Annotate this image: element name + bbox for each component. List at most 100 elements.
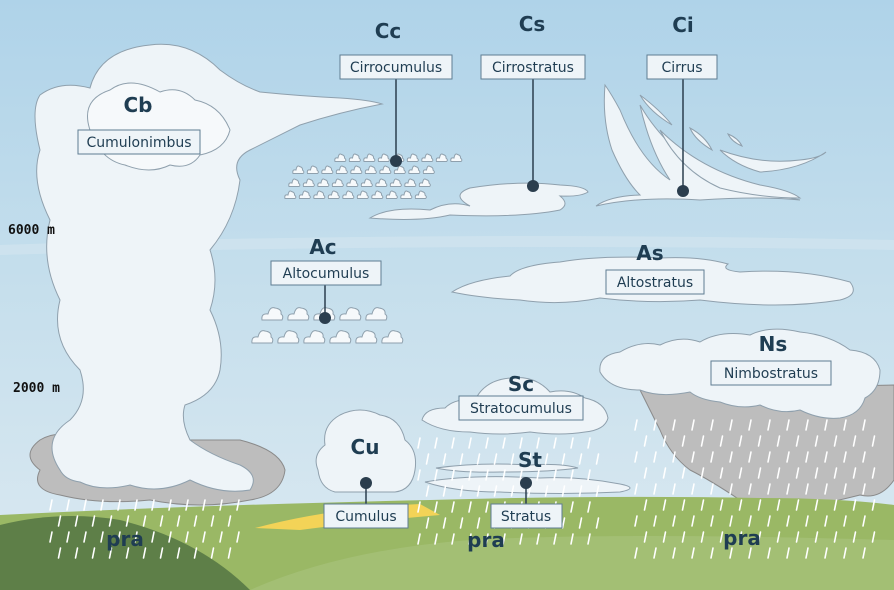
rain-streak <box>691 547 695 559</box>
cirrocumulus-puff <box>327 190 340 199</box>
rain-streak <box>719 531 724 543</box>
rain-streak <box>852 499 857 511</box>
rain-streak <box>168 531 172 543</box>
rain-streak <box>710 483 714 495</box>
rain-streak <box>134 499 138 511</box>
rain-streak <box>824 451 828 463</box>
rain-streak <box>805 547 809 559</box>
rain-streak <box>729 419 733 431</box>
rain-streak <box>570 533 574 545</box>
rain-streak <box>74 547 79 559</box>
cirrocumulus-cloud <box>284 153 463 199</box>
rain-streak <box>57 547 62 559</box>
cirrocumulus-puff <box>389 178 402 187</box>
rain-streak <box>862 419 866 431</box>
rain-streak <box>738 499 743 511</box>
rain-streak <box>833 467 838 479</box>
altocumulus-puff <box>329 330 352 344</box>
rain-streak <box>748 483 752 495</box>
rain-streak <box>710 515 714 527</box>
rain-streak <box>134 531 138 543</box>
ci-label: Cirrus <box>646 54 718 80</box>
cu-label: Cumulus <box>323 503 409 529</box>
rain-streak <box>672 515 676 527</box>
rain-streak <box>468 533 472 545</box>
rain-streak <box>561 485 566 497</box>
altocumulus-puff <box>303 330 326 344</box>
rain-streak <box>691 419 695 431</box>
rain-streak <box>852 531 857 543</box>
rain-streak <box>142 547 147 559</box>
rain-streak <box>227 515 232 527</box>
rain-streak <box>814 531 819 543</box>
rain-streak <box>776 435 781 447</box>
rain-streak <box>74 515 79 527</box>
rain-streak <box>719 435 724 447</box>
altocumulus-puff <box>251 330 274 344</box>
rain-streak <box>729 547 733 559</box>
rain-streak <box>662 467 667 479</box>
rain-streak <box>459 517 464 529</box>
rain-streak <box>653 419 657 431</box>
cs-name: Cirrostratus <box>492 60 574 76</box>
rain-streak <box>729 515 733 527</box>
cirrocumulus-puff <box>364 165 377 174</box>
cirrus-cloud <box>595 83 827 207</box>
rain-streak <box>814 467 819 479</box>
cb-abbr: Cb <box>124 93 153 117</box>
rain-streak <box>227 547 232 559</box>
rain-streak <box>700 531 705 543</box>
rain-streak <box>185 531 189 543</box>
rain-streak <box>176 547 181 559</box>
rain-streak <box>527 453 532 465</box>
rain-streak <box>862 515 866 527</box>
rain-streak <box>824 547 828 559</box>
rain-streak <box>476 453 481 465</box>
rain-streak <box>570 437 574 449</box>
rain-streak <box>700 435 705 447</box>
rain-streak <box>843 419 847 431</box>
cs-label: Cirrostratus <box>480 54 586 80</box>
rain-streak <box>502 437 506 449</box>
rain-streak <box>210 547 215 559</box>
rain-streak <box>553 533 557 545</box>
rain-streak <box>738 531 743 543</box>
rain-streak <box>210 515 215 527</box>
rain-streak <box>553 437 557 449</box>
rain-streak <box>510 485 515 497</box>
rain-streak <box>662 435 667 447</box>
rain-streak <box>476 485 481 497</box>
rain-streak <box>193 515 198 527</box>
rain-streak <box>805 451 809 463</box>
rain-streak <box>476 517 481 529</box>
rain-streak <box>672 547 676 559</box>
rain-streak <box>691 483 695 495</box>
ns-abbr: Ns <box>759 332 788 356</box>
rain-streak <box>776 467 781 479</box>
rain-streak <box>193 547 198 559</box>
rain-streak <box>176 515 181 527</box>
rain-streak <box>536 533 540 545</box>
rain-streak <box>587 437 591 449</box>
ns-name: Nimbostratus <box>724 366 818 382</box>
rain-streak <box>91 547 96 559</box>
rain-streak <box>108 547 113 559</box>
cirrocumulus-puff <box>317 178 330 187</box>
rain-streak <box>824 483 828 495</box>
rain-streak <box>662 531 667 543</box>
rain-streak <box>672 419 676 431</box>
cirrocumulus-puff <box>302 178 315 187</box>
rain-streak <box>544 453 549 465</box>
rain-streak <box>719 467 724 479</box>
cirrocumulus-puff <box>404 178 417 187</box>
rain-streak <box>434 533 438 545</box>
st-name: Stratus <box>501 509 551 525</box>
rain-streak <box>852 435 857 447</box>
rain-streak <box>125 547 130 559</box>
precip-label-cumulonimbus: pra <box>106 527 144 551</box>
altocumulus-puff <box>355 330 378 344</box>
rain-streak <box>108 515 113 527</box>
rain-streak <box>519 469 523 481</box>
rain-streak <box>578 485 583 497</box>
altitude-high-label: 6000 m <box>8 223 55 238</box>
